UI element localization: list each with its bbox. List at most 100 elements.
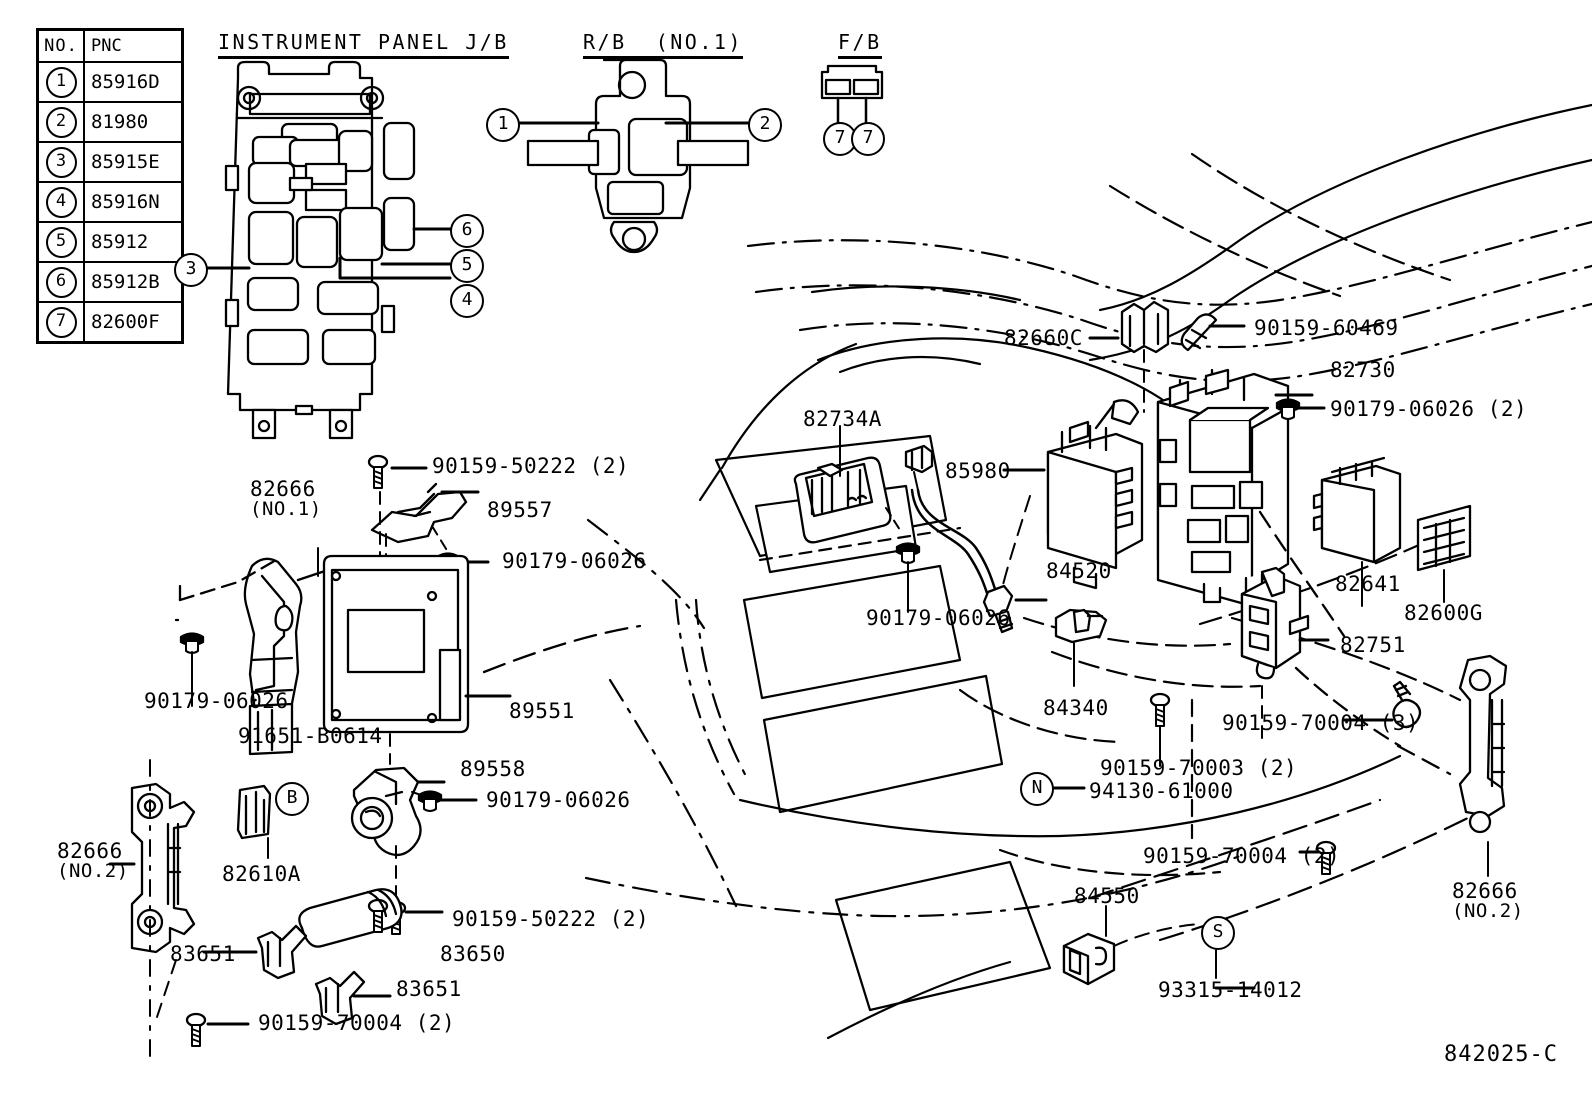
legend-pnc-cell: 85912B	[83, 261, 184, 303]
bracket-82666-no2-right-art	[1396, 654, 1508, 877]
label-93315-14012: 93315-14012	[1158, 978, 1303, 1002]
pnc-legend-table: NO. PNC 1 85916D 2 81980 3 85915E 4 8591…	[36, 28, 184, 344]
label-90179-06026-d: 90179-06026 (2)	[1330, 397, 1528, 421]
balloon-number: 4	[45, 186, 77, 218]
clip-82610A-art	[236, 784, 272, 859]
label-83650: 83650	[440, 942, 506, 966]
heading-fb: F/B	[838, 30, 882, 59]
label-90159-50222-a: 90159-50222 (2)	[432, 454, 630, 478]
fuse-card-82600G-art	[1416, 504, 1472, 603]
legend-no-cell: 2	[36, 101, 85, 143]
balloon-jb-5[interactable]: 5	[450, 249, 484, 283]
label-90159-60469: 90159-60469	[1254, 316, 1399, 340]
fb-art	[820, 64, 884, 124]
label-82641: 82641	[1335, 572, 1401, 596]
balloon-number: 2	[45, 106, 77, 138]
balloon-ref-b[interactable]: B	[275, 782, 309, 816]
label-82610A: 82610A	[222, 862, 301, 886]
label-90159-70004-b: 90159-70004 (3)	[1222, 711, 1420, 735]
relay-85980-art	[995, 399, 1144, 617]
table-row: 7 82600F	[36, 301, 184, 344]
legend-pnc-cell: 81980	[83, 101, 184, 143]
label-82666-no2-right-sub: (NO.2)	[1452, 900, 1524, 922]
legend-header-row: NO. PNC	[36, 28, 184, 63]
label-82660C: 82660C	[1004, 326, 1083, 350]
rb-no1-art	[514, 58, 750, 254]
switch-84550-art	[1062, 905, 1256, 990]
balloon-rb-1[interactable]: 1	[486, 108, 520, 142]
balloon-ref-s[interactable]: S	[1201, 916, 1235, 950]
screw-90159-70003-art	[1149, 692, 1171, 767]
tube-83650-art	[298, 888, 403, 948]
label-83651-lower: 83651	[396, 977, 462, 1001]
table-row: 2 81980	[36, 101, 184, 143]
legend-pnc-cell: 85915E	[83, 141, 184, 183]
junction-block-82730-art	[1156, 368, 1346, 638]
legend-header-no: NO.	[36, 28, 85, 63]
label-82666-no1: 82666	[250, 477, 316, 501]
label-82666-no2-left-sub: (NO.2)	[57, 860, 129, 882]
label-84340: 84340	[1043, 696, 1109, 720]
label-84520: 84520	[1046, 559, 1112, 583]
label-82666-no2-right: 82666	[1452, 879, 1518, 903]
legend-no-cell: 1	[36, 61, 85, 103]
table-row: 1 85916D	[36, 61, 184, 103]
label-82600G: 82600G	[1404, 601, 1483, 625]
balloon-rb-2[interactable]: 2	[748, 108, 782, 142]
label-85980: 85980	[945, 459, 1011, 483]
balloon-number: 7	[45, 306, 77, 338]
label-91651-B0614: 91651-B0614	[238, 724, 383, 748]
label-89551: 89551	[509, 699, 575, 723]
ecu-89551-art	[322, 491, 642, 765]
balloon-number: 3	[45, 146, 77, 178]
label-83651-upper: 83651	[170, 942, 236, 966]
switch-84340-art	[1054, 608, 1108, 687]
balloon-ref-n[interactable]: N	[1020, 772, 1054, 806]
table-row: 3 85915E	[36, 141, 184, 183]
legend-pnc-cell: 85916N	[83, 181, 184, 223]
legend-pnc-cell: 85912	[83, 221, 184, 263]
legend-no-cell: 5	[36, 221, 85, 263]
balloon-jb-4[interactable]: 4	[450, 284, 484, 318]
legend-no-cell: 6	[36, 261, 85, 303]
label-82666-no2-left: 82666	[57, 839, 123, 863]
screw-90159-70004-3-art	[1342, 680, 1422, 729]
label-82734A: 82734A	[803, 407, 882, 431]
label-90159-50222-b: 90159-50222 (2)	[452, 907, 650, 931]
label-89557: 89557	[487, 498, 553, 522]
bracket-82666-no2-left-art	[108, 759, 196, 1061]
balloon-jb-6[interactable]: 6	[450, 214, 484, 248]
label-90159-70003: 90159-70003 (2)	[1100, 756, 1298, 780]
relay-82641-art	[1312, 456, 1402, 607]
table-row: 5 85912	[36, 221, 184, 263]
balloon-number: 1	[45, 66, 77, 98]
heading-instrument-panel-jb: INSTRUMENT PANEL J/B	[218, 30, 509, 59]
table-row: 6 85912B	[36, 261, 184, 303]
legend-pnc-cell: 85916D	[83, 61, 184, 103]
drawing-number: 842025-C	[1444, 1042, 1558, 1067]
screw-90159-60469-art	[1180, 313, 1246, 352]
relay-82751-art	[1240, 566, 1402, 748]
bracket-82666-no1-art	[174, 547, 330, 756]
clip-83651-upper-art	[202, 924, 308, 980]
clip-83651-lower-art	[314, 970, 392, 1026]
cable-84520-art	[895, 444, 1048, 634]
balloon-fb-7b[interactable]: 7	[851, 122, 885, 156]
label-90159-70004-c: 90159-70004 (2)	[1143, 844, 1341, 868]
balloon-number: 5	[45, 226, 77, 258]
instrument-panel-jb-art	[202, 60, 452, 440]
label-82666-no1-sub: (NO.1)	[250, 498, 322, 520]
heading-rb-no1: R/B (NO.1)	[583, 30, 743, 59]
screw-90159-70004-bottomleft-art	[185, 1012, 250, 1048]
table-row: 4 85916N	[36, 181, 184, 223]
label-84550: 84550	[1074, 884, 1140, 908]
label-90179-06026-c: 90179-06026	[486, 788, 631, 812]
label-94130-61000: 94130-61000	[1089, 779, 1234, 803]
bracket-89557-art	[367, 454, 490, 575]
balloon-jb-3[interactable]: 3	[174, 253, 208, 287]
legend-no-cell: 4	[36, 181, 85, 223]
balloon-number: 6	[45, 266, 77, 298]
legend-no-cell: 3	[36, 141, 85, 183]
